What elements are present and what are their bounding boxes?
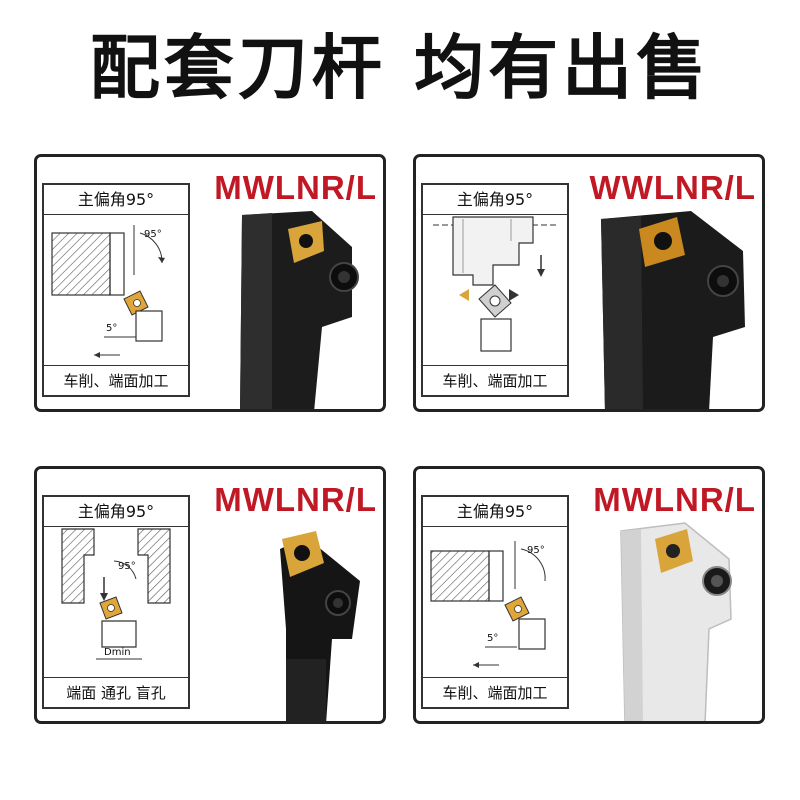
angle-small-label: 5° <box>487 633 498 644</box>
workpiece-left <box>61 528 95 604</box>
turning-diagram: 95° 5° <box>430 541 546 668</box>
tool-shank <box>518 618 546 650</box>
diagram-panel: 主偏角95° 95° 5° 车削、端面加工 <box>421 495 569 709</box>
feed-arrow-icon <box>100 593 108 601</box>
diagram-title: 主偏角95° <box>423 497 567 527</box>
diagram-title: 主偏角95° <box>44 497 188 527</box>
tool-shank <box>135 310 163 342</box>
workpiece-right <box>137 528 171 604</box>
product-card-mwlnr-turning: 主偏角95° 95° 5° 车削、端面加工 MWLNR/L <box>34 154 386 412</box>
feed-arrow-icon <box>537 269 545 277</box>
boring-diagram: 95° Dmin <box>61 528 171 660</box>
turning-diagram: 95° 5° <box>51 225 165 358</box>
headline: 配套刀杆 均有出售 <box>89 27 711 109</box>
diagram-panel: 主偏角95° 95° Dmin 端面 通孔 盲孔 <box>42 495 190 709</box>
diagram-panel: 主偏角95° 95° 5° 车削、端面加工 <box>42 183 190 397</box>
diagram-caption: 车削、端面加工 <box>423 677 567 707</box>
workpiece <box>452 216 534 286</box>
diagram-title: 主偏角95° <box>423 185 567 215</box>
product-card-wwlnr-turning: 主偏角95° 车削、端面加工 WWLNR/L <box>413 154 765 412</box>
angle-main-label: 95° <box>527 545 545 556</box>
turning-diagram <box>433 216 557 352</box>
workpiece <box>430 550 490 602</box>
diagram-title: 主偏角95° <box>44 185 188 215</box>
angle-main-label: 95° <box>118 561 136 572</box>
feed-arrow-icon <box>473 662 479 668</box>
product-card-mwlnr-silver: 主偏角95° 95° 5° 车削、端面加工 MWLNR/L <box>413 466 765 724</box>
dim-label: Dmin <box>104 647 131 658</box>
angle-main-label: 95° <box>144 229 162 240</box>
tool-holder-photo-black <box>601 211 745 409</box>
model-label: MWLNR/L <box>214 169 377 206</box>
workpiece <box>51 232 111 296</box>
model-label: MWLNR/L <box>214 481 377 518</box>
diagram-panel: 主偏角95° 车削、端面加工 <box>421 183 569 397</box>
boring-bar <box>101 620 137 648</box>
diagram-caption: 端面 通孔 盲孔 <box>44 677 188 707</box>
tool-holder-photo-black <box>240 211 359 409</box>
tool-holder-photo-silver <box>620 522 732 721</box>
angle-small-label: 5° <box>106 323 117 334</box>
model-label: WWLNR/L <box>589 169 756 206</box>
feed-arrow-icon <box>94 352 100 358</box>
tool-shank <box>480 318 512 352</box>
boring-bar-photo-black <box>280 531 360 721</box>
diagram-caption: 车削、端面加工 <box>423 365 567 395</box>
model-label: MWLNR/L <box>593 481 756 518</box>
product-card-mwlnr-boring: 主偏角95° 95° Dmin 端面 通孔 盲孔 MWLNR/L <box>34 466 386 724</box>
diagram-caption: 车削、端面加工 <box>44 365 188 395</box>
